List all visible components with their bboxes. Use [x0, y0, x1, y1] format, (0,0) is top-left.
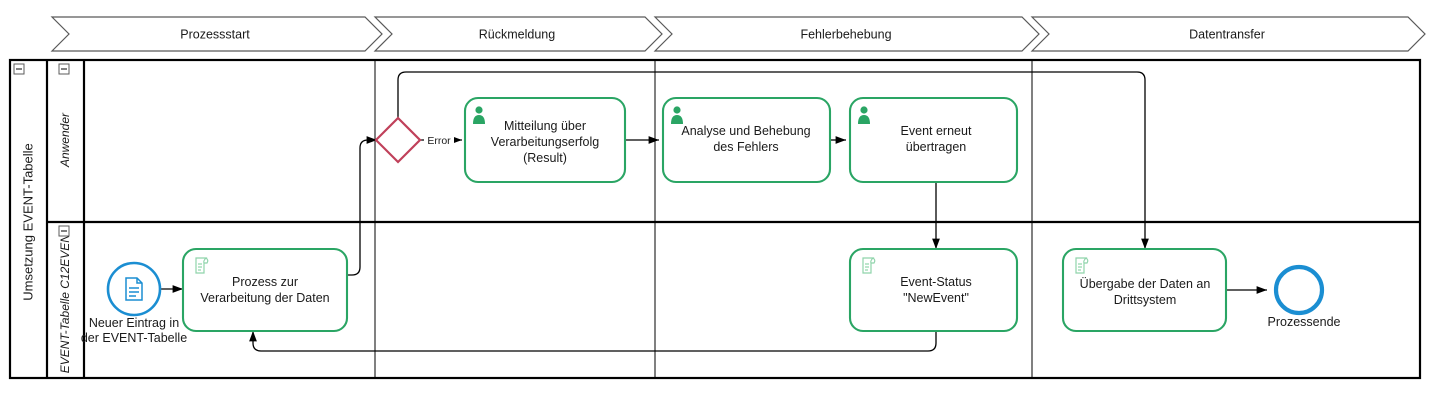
lane-label-event-tabelle: EVENT-Tabelle C12EVENT — [58, 225, 72, 373]
start-event-label-line1: Neuer Eintrag in — [89, 316, 179, 330]
task-event-status[interactable]: Event-Status "NewEvent" — [848, 247, 1019, 333]
task-mitteilung[interactable]: Mitteilung über Verarbeitungserfolg (Res… — [463, 96, 627, 184]
phase-label-datentransfer: Datentransfer — [1189, 27, 1265, 41]
start-event-label-line2: der EVENT-Tabelle — [81, 331, 187, 345]
lane-event-tabelle[interactable]: EVENT-Tabelle C12EVENT — [58, 225, 72, 373]
task-label-line1: Mitteilung über — [504, 119, 586, 133]
flow-prozess-to-gateway — [347, 136, 377, 276]
user-icon — [671, 106, 683, 124]
script-icon — [862, 257, 876, 274]
flow-status-to-prozess — [249, 330, 937, 352]
user-icon — [473, 106, 485, 124]
flow-label-bg — [424, 133, 454, 147]
phase-header-datentransfer[interactable]: Datentransfer — [1030, 16, 1426, 52]
task-event-erneut[interactable]: Event erneut übertragen — [848, 96, 1019, 184]
phase-label-fehlerbehebung: Fehlerbehebung — [800, 27, 891, 41]
lane-anwender[interactable]: Anwender — [47, 60, 1420, 378]
pool-collapse-toggle[interactable] — [13, 63, 25, 75]
task-prozess-verarbeitung[interactable]: Prozess zur Verarbeitung der Daten — [181, 247, 349, 333]
task-label-line2: übertragen — [906, 140, 967, 154]
phase-header-fehlerbehebung[interactable]: Fehlerbehebung — [653, 16, 1040, 52]
task-label-line1: Prozess zur — [232, 275, 298, 289]
lane-label-anwender: Anwender — [58, 112, 72, 168]
task-label-line2: Verarbeitungserfolg — [491, 135, 599, 149]
phase-label-rueckmeldung: Rückmeldung — [479, 27, 555, 41]
phase-label-prozessstart: Prozessstart — [180, 27, 250, 41]
document-icon — [125, 277, 143, 301]
task-label-line1: Event erneut — [901, 124, 972, 138]
user-icon — [858, 106, 870, 124]
phase-header-band: Prozessstart Rückmeldung Fehlerbehebung … — [50, 16, 1426, 52]
flow-label-error: Error — [427, 135, 451, 147]
task-analyse-behebung[interactable]: Analyse und Behebung des Fehlers — [661, 96, 832, 184]
script-icon — [1075, 257, 1089, 274]
lane-event-tabelle-collapse-toggle[interactable] — [58, 225, 70, 237]
phase-divider-lines — [374, 60, 1033, 378]
start-event[interactable]: Neuer Eintrag in der EVENT-Tabelle — [81, 261, 187, 345]
lane-anwender-collapse-toggle[interactable] — [58, 63, 70, 75]
sequence-flows: Error — [161, 71, 1267, 352]
task-label-line1: Analyse und Behebung — [681, 124, 810, 138]
end-event-label: Prozessende — [1268, 315, 1341, 329]
task-label-line3: (Result) — [523, 151, 567, 165]
task-label-line2: "NewEvent" — [903, 291, 969, 305]
phase-header-prozessstart[interactable]: Prozessstart — [50, 16, 383, 52]
task-label-line2: des Fehlers — [713, 140, 778, 154]
task-uebergabe[interactable]: Übergabe der Daten an Drittsystem — [1061, 247, 1228, 333]
phase-header-rueckmeldung[interactable]: Rückmeldung — [373, 16, 663, 52]
task-label-line1: Event-Status — [900, 275, 972, 289]
script-icon — [195, 257, 209, 274]
gateway-error[interactable] — [374, 116, 422, 164]
task-label-line2: Verarbeitung der Daten — [200, 291, 329, 305]
pool-label: Umsetzung EVENT-Tabelle — [20, 143, 35, 301]
end-event[interactable]: Prozessende — [1268, 264, 1341, 329]
flow-gateway-to-uebergabe — [397, 71, 1149, 249]
task-label-line2: Drittsystem — [1114, 293, 1177, 307]
task-label-line1: Übergabe der Daten an — [1080, 277, 1211, 291]
pool-umsetzung-event-tabelle[interactable]: Umsetzung EVENT-Tabelle — [8, 58, 1422, 380]
